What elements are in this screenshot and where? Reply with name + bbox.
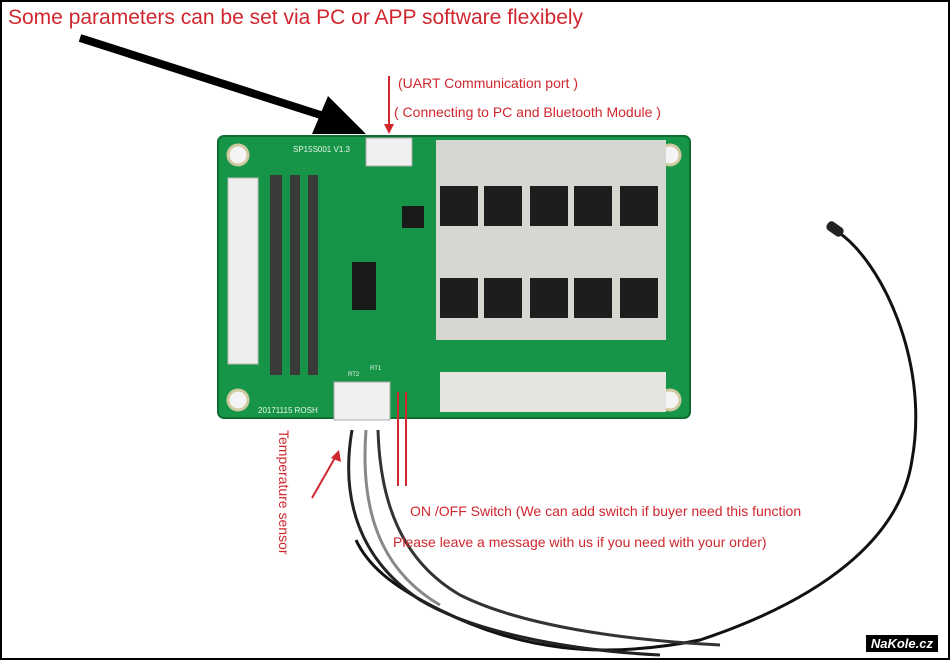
balance-resistors [270, 175, 318, 375]
silk-rt2: RT2 [348, 372, 360, 378]
mount-hole [226, 143, 250, 167]
uart-label-line1: (UART Communication port ) [398, 75, 578, 91]
cable-wire-1 [347, 429, 661, 657]
uart-connector [365, 137, 413, 167]
mosfet-row-bottom [440, 278, 658, 318]
silk-model: SP15S001 V1.3 [293, 145, 350, 154]
temperature-sensor-label: Temperature sensor [276, 430, 292, 555]
output-pads [440, 372, 666, 412]
cable-wire-3 [363, 429, 441, 607]
temp-arrow-head [331, 450, 341, 462]
watermark: NaKole.cz [865, 635, 938, 652]
headline-text: Some parameters can be set via PC or APP… [8, 6, 584, 29]
silk-rt1: RT1 [370, 366, 382, 372]
silk-date: 20171115 ROSH [258, 406, 318, 415]
ic-chip [352, 262, 376, 310]
cable-wire-2 [376, 429, 721, 647]
big-arrow-shaft [78, 34, 332, 122]
temp-connector [333, 381, 391, 421]
mount-hole [226, 388, 250, 412]
probe-tip [826, 221, 844, 237]
temp-arrow [311, 455, 337, 499]
balance-connector [227, 177, 259, 365]
mosfet-row-top [440, 186, 658, 226]
uart-arrow-head [384, 124, 394, 134]
uart-label-line2: ( Connecting to PC and Bluetooth Module … [394, 104, 661, 120]
big-arrow-head [312, 96, 366, 134]
onoff-switch-label: ON /OFF Switch (We can add switch if buy… [410, 503, 802, 519]
ic-chip [402, 206, 424, 228]
leave-message-label: Please leave a message with us if you ne… [393, 534, 767, 550]
